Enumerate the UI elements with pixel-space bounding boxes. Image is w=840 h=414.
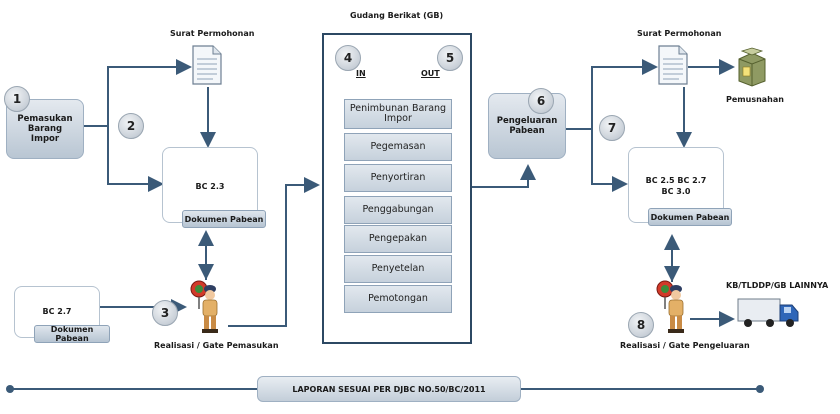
pengeluaran-label: Pengeluaran Pabean: [496, 115, 558, 136]
process-penyortiran: Penyortiran: [344, 164, 452, 192]
right-gate-label: Realisasi / Gate Pengeluaran: [620, 341, 750, 350]
step-7-badge: 7: [599, 115, 625, 141]
bc23-label: BC 2.3: [195, 182, 225, 191]
pemasukan-label: Pemasukan Barang Impor: [17, 113, 73, 145]
bc27-dokumen-tab: Dokumen Pabean: [34, 325, 110, 343]
diagram-title: Gudang Berikat (GB): [350, 11, 444, 20]
bc23-dokumen-tab: Dokumen Pabean: [182, 210, 266, 228]
step-8-badge: 8: [628, 312, 654, 338]
step-4-badge: 4: [335, 45, 361, 71]
left-customs-officer-icon: [190, 280, 218, 333]
bc25-label-line2: BC 3.0: [661, 187, 691, 196]
process-penimbunan: Penimbunan Barang Impor: [344, 99, 452, 129]
step-1-badge: 1: [4, 86, 30, 112]
kb-tlddp-label: KB/TLDDP/GB LAINNYA: [726, 281, 829, 290]
process-penggabungan: Penggabungan: [344, 196, 452, 224]
footer-line-end-dot: [756, 385, 764, 393]
right-customs-officer-icon: [656, 280, 684, 333]
step-6-badge: 6: [528, 88, 554, 114]
bc27-label: BC 2.7: [42, 307, 72, 316]
pengeluaran-box: Pengeluaran Pabean: [488, 93, 566, 159]
process-penyetelan: Penyetelan: [344, 255, 452, 283]
process-pengepakan: Pengepakan: [344, 225, 452, 253]
left-surat-label: Surat Permohonan: [170, 29, 255, 38]
pemusnahan-label: Pemusnahan: [726, 95, 784, 104]
truck-icon: [737, 298, 799, 327]
process-pemotongan: Pemotongan: [344, 285, 452, 313]
step-3-badge: 3: [152, 300, 178, 326]
gudang-berikat-box: 4 5 IN OUT Penimbunan Barang Impor Pegem…: [322, 33, 472, 344]
footer-laporan: LAPORAN SESUAI PER DJBC NO.50/BC/2011: [257, 376, 521, 402]
in-label: IN: [356, 69, 366, 78]
bc25-dokumen-tab: Dokumen Pabean: [648, 208, 732, 226]
right-document-icon: [658, 45, 688, 85]
left-gate-label: Realisasi / Gate Pemasukan: [154, 341, 279, 350]
bc25-label-line1: BC 2.5 BC 2.7: [645, 176, 707, 185]
step-2-badge: 2: [118, 113, 144, 139]
footer-line-start-dot: [6, 385, 14, 393]
out-label: OUT: [421, 69, 440, 78]
pemusnahan-icon: [738, 47, 766, 87]
left-document-icon: [192, 45, 222, 85]
right-surat-label: Surat Permohonan: [637, 29, 722, 38]
step-5-badge: 5: [437, 45, 463, 71]
process-pegemasan: Pegemasan: [344, 133, 452, 161]
